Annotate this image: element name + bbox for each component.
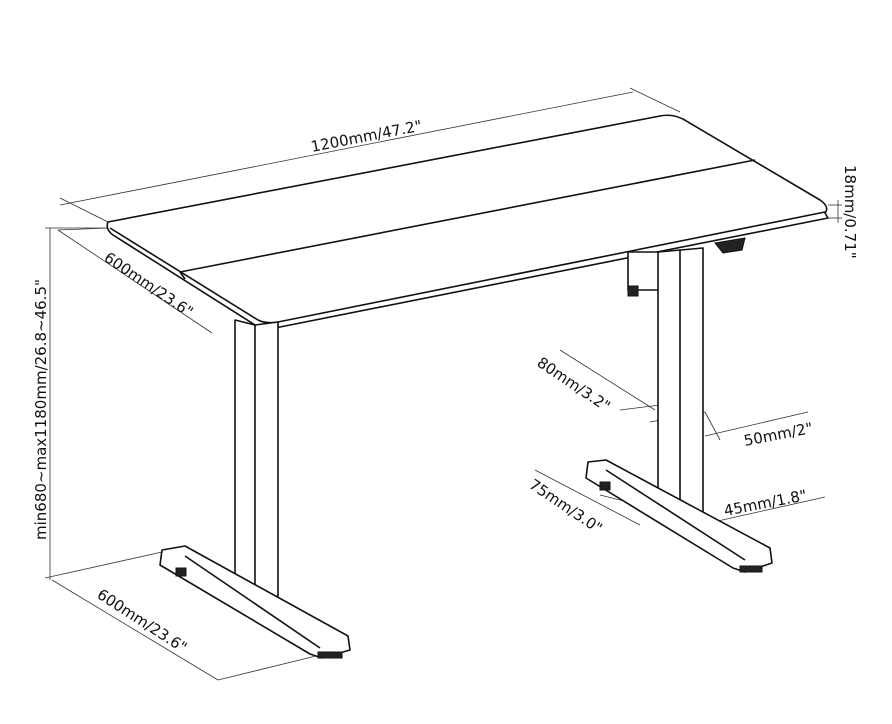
foot-width-label: 75mm/3.0": [526, 475, 606, 537]
foot-height-label: 45mm/1.8": [722, 486, 808, 520]
width-label: 1200mm/47.2": [309, 117, 423, 156]
column-depth-label: 80mm/3.2": [534, 353, 614, 415]
left-leg: [159, 319, 351, 659]
column-width-label: 50mm/2": [742, 419, 814, 450]
foot-depth-label: 600mm/23.6": [94, 585, 190, 656]
control-panel: [714, 237, 746, 254]
height-range-label: min680~max1180mm/26.8~46.5": [32, 279, 50, 540]
dimension-lines: [44, 87, 842, 681]
right-leg: [585, 247, 773, 573]
top-thickness-label: 18mm/0.71": [841, 165, 859, 259]
tabletop: [106, 114, 829, 330]
